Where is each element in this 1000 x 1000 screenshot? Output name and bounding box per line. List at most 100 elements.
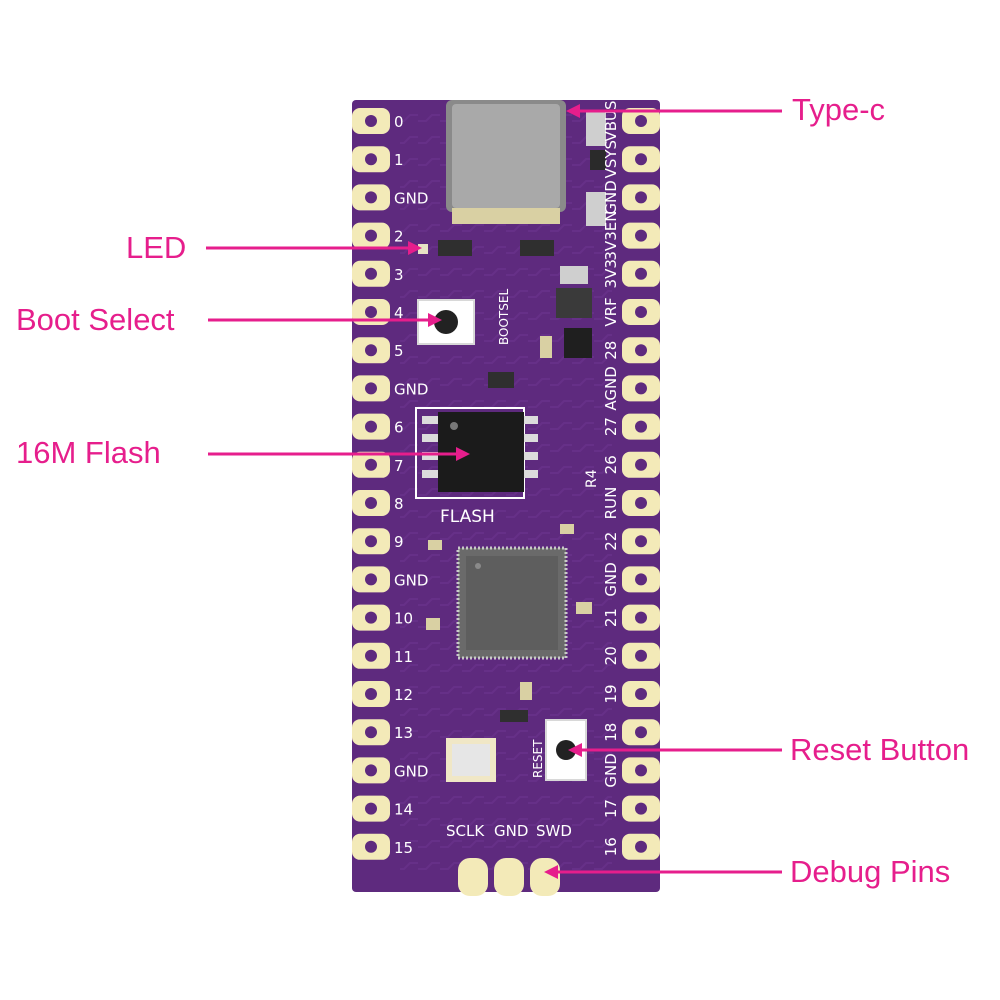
right-pad-10-hole (635, 497, 647, 509)
debug-label-swd: SWD (536, 822, 572, 840)
debug-label-gnd: GND (494, 822, 528, 840)
callout-led: LED (126, 230, 187, 265)
right-pad-2-hole (635, 191, 647, 204)
right-pad-18-hole (635, 802, 647, 815)
right-pad-7-hole (635, 382, 647, 395)
left-pad-1-hole (365, 153, 377, 166)
right-pad-13-hole (635, 611, 647, 624)
left-pin-label-7: GND (394, 380, 428, 398)
left-pad-15-hole (365, 688, 377, 700)
led-component (418, 240, 554, 256)
right-pin-label-5: VRF (602, 297, 620, 326)
right-pin-label-9: 26 (602, 455, 620, 474)
left-pad-11-hole (365, 535, 377, 548)
left-pad-12-hole (365, 573, 377, 586)
right-pad-15-hole (635, 688, 647, 700)
mcu-chip (456, 546, 568, 660)
bootsel-button (417, 299, 475, 345)
callout-reset-button: Reset Button (790, 732, 970, 767)
right-pin-label-8: 27 (602, 417, 620, 436)
callout-type-c: Type-c (792, 92, 886, 127)
left-pad-18-hole (365, 802, 377, 815)
left-pad-5-hole (365, 306, 377, 318)
right-pad-16-hole (635, 726, 647, 739)
left-pad-14-hole (365, 649, 377, 662)
right-pin-label-7: AGND (602, 366, 620, 410)
left-pin-label-10: 8 (394, 495, 404, 513)
right-pad-9-hole (635, 458, 647, 471)
r4-silkscreen: R4 (584, 469, 600, 488)
right-pad-4-hole (635, 267, 647, 280)
left-pad-17-hole (365, 764, 377, 777)
left-pin-label-1: 1 (394, 151, 404, 169)
left-pad-16-hole (365, 726, 377, 739)
left-pin-label-16: 13 (394, 724, 413, 742)
flash-chip (415, 407, 538, 499)
right-pin-label-18: 17 (602, 799, 620, 818)
arrowhead-boot-select (428, 313, 442, 327)
debug-pads (458, 858, 560, 896)
right-pin-label-10: RUN (602, 487, 620, 520)
right-pad-11-hole (635, 535, 647, 548)
left-pin-label-8: 6 (394, 419, 404, 437)
callout-flash: 16M Flash (16, 435, 161, 470)
right-pad-3-hole (635, 229, 647, 242)
arrowhead-flash (456, 447, 470, 461)
arrowhead-type-c (566, 104, 580, 118)
misc-passives (426, 524, 592, 722)
right-pin-label-3: 3V3EN (602, 211, 620, 261)
right-pad-12-hole (635, 573, 647, 586)
right-pad-0-hole (635, 115, 647, 127)
right-pin-label-16: 18 (602, 723, 620, 742)
reset-silkscreen: RESET (531, 739, 545, 778)
left-pad-9-hole (365, 458, 377, 471)
usb-type-c-connector (446, 100, 566, 224)
left-pad-6-hole (365, 344, 377, 357)
left-pad-3-hole (365, 229, 377, 242)
left-pad-19-hole (365, 840, 377, 853)
left-pin-label-15: 12 (394, 686, 413, 704)
left-pin-label-14: 11 (394, 648, 413, 666)
left-pad-10-hole (365, 497, 377, 509)
callout-boot-select: Boot Select (16, 302, 175, 337)
left-pin-label-4: 3 (394, 266, 404, 284)
left-pad-7-hole (365, 382, 377, 395)
right-pad-19-hole (635, 840, 647, 853)
left-pin-label-17: GND (394, 762, 428, 780)
right-pad-17-hole (635, 764, 647, 777)
left-pad-4-hole (365, 267, 377, 280)
left-pin-label-2: GND (394, 189, 428, 207)
callout-debug-pins: Debug Pins (790, 854, 951, 889)
right-pin-label-12: GND (602, 562, 620, 596)
debug-label-sclk: SCLK (446, 822, 485, 840)
right-pad-8-hole (635, 420, 647, 433)
crystal-oscillator (446, 738, 496, 782)
left-pad-13-hole (365, 611, 377, 624)
arrowhead-reset (568, 743, 582, 757)
left-pin-label-6: 5 (394, 342, 404, 360)
right-pin-label-2: GND (602, 180, 620, 214)
right-pin-label-6: 28 (602, 341, 620, 360)
callout-arrows (206, 104, 782, 879)
bootsel-silkscreen: BOOTSEL (497, 289, 511, 345)
right-edge-pads (622, 108, 660, 860)
right-pin-label-0: VBUS (602, 100, 620, 141)
arrowhead-led (408, 241, 422, 255)
right-pin-label-1: VSYS (602, 140, 620, 178)
left-pin-label-19: 15 (394, 839, 413, 857)
left-pad-2-hole (365, 191, 377, 204)
right-pad-6-hole (635, 344, 647, 357)
right-pin-label-19: 16 (602, 837, 620, 856)
left-pin-label-0: 0 (394, 113, 404, 131)
right-pin-label-15: 19 (602, 684, 620, 703)
right-pad-14-hole (635, 649, 647, 662)
power-components (556, 112, 606, 358)
left-pin-label-3: 2 (394, 228, 404, 246)
right-pin-label-4: 3V3 (602, 259, 620, 288)
left-pin-label-18: 14 (394, 801, 413, 819)
arrowhead-debug (544, 865, 558, 879)
left-pin-label-13: 10 (394, 610, 413, 628)
left-pin-label-12: GND (394, 571, 428, 589)
